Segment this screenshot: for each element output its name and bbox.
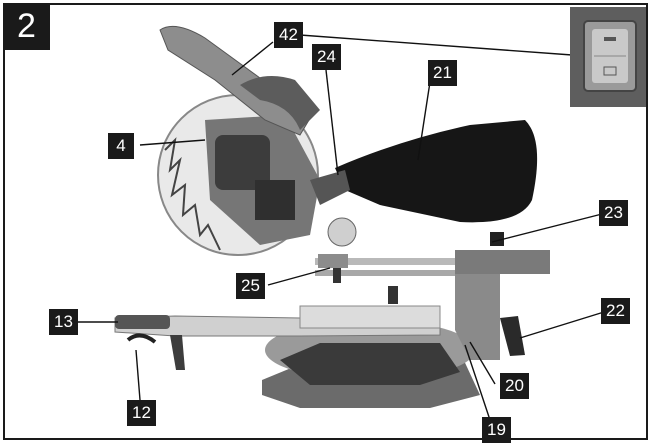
extension-handle bbox=[115, 315, 170, 329]
dust-bag bbox=[335, 120, 538, 223]
fence bbox=[299, 305, 441, 329]
handle-grip bbox=[240, 76, 320, 130]
figure-frame bbox=[3, 3, 648, 440]
depth-stop-25 bbox=[318, 254, 348, 268]
leader-lines bbox=[78, 34, 605, 421]
pivot-24 bbox=[327, 217, 357, 247]
knob-23 bbox=[490, 232, 504, 246]
rail-block bbox=[455, 250, 550, 274]
callout-23: 23 bbox=[599, 200, 628, 226]
rail-1 bbox=[315, 258, 480, 265]
callout-20: 20 bbox=[500, 373, 529, 399]
clamp-12 bbox=[126, 333, 157, 344]
figure-number: 2 bbox=[3, 3, 50, 50]
callout-13: 13 bbox=[49, 309, 78, 335]
callout-21: 21 bbox=[428, 60, 457, 86]
callout-4: 4 bbox=[108, 133, 134, 159]
callout-42: 42 bbox=[274, 22, 303, 48]
blade-teeth bbox=[164, 137, 221, 251]
support-foot bbox=[170, 335, 185, 370]
clamp-knob bbox=[333, 268, 341, 283]
motor-vents bbox=[215, 135, 270, 190]
callout-12: 12 bbox=[127, 400, 156, 426]
callout-25: 25 bbox=[236, 273, 265, 299]
callout-24: 24 bbox=[312, 44, 341, 70]
column bbox=[455, 250, 500, 360]
rail-2 bbox=[315, 270, 480, 276]
dust-chute bbox=[310, 170, 350, 205]
base-dark bbox=[280, 343, 460, 385]
switch-panel bbox=[255, 180, 295, 220]
callout-22: 22 bbox=[601, 298, 630, 324]
callout-19: 19 bbox=[482, 417, 511, 443]
bevel-handle-22 bbox=[500, 316, 525, 356]
switch-inset-photo bbox=[570, 7, 648, 107]
handle bbox=[159, 25, 316, 136]
fence-knob bbox=[388, 286, 398, 304]
